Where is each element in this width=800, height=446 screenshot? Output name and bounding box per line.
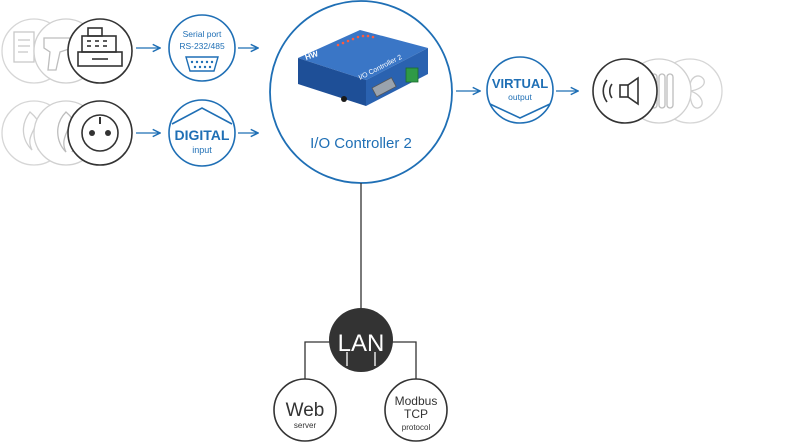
power-socket-icon <box>67 100 133 166</box>
serial-port-line2: RS-232/485 <box>179 41 225 51</box>
io-controller-node: HW I/O Controller 2 I/O Controller 2 <box>269 0 453 184</box>
lan-circle <box>329 308 393 372</box>
modbus-node: Modbus TCP protocol <box>384 378 448 442</box>
terminal-block <box>405 67 419 83</box>
speaker-icon-glyph <box>602 76 639 106</box>
serial-port-circle <box>168 14 236 82</box>
web-server-node: Web server <box>273 378 337 442</box>
serial-port-node: Serial port RS-232/485 <box>168 14 236 82</box>
output-icons <box>592 58 723 124</box>
virtual-output-node: VIRTUAL output <box>486 56 554 124</box>
db9-port-on-device <box>371 77 397 98</box>
virtual-output-circle <box>486 56 554 124</box>
virtual-output-chevron <box>489 103 551 119</box>
io-controller-title: I/O Controller 2 <box>310 135 412 152</box>
web-server-title: Web <box>286 400 325 421</box>
digital-input-chevron <box>171 107 233 125</box>
modbus-line2: TCP <box>404 407 428 421</box>
connector-lan-to-modbus <box>392 341 417 380</box>
status-leds <box>336 34 375 47</box>
cash-register-glyph <box>77 27 123 67</box>
speaker-icon <box>592 58 658 124</box>
db9-connector-icon <box>185 56 219 72</box>
modbus-line3: protocol <box>402 423 431 432</box>
lan-node: LAN <box>329 308 393 372</box>
device-brand-label: HW <box>304 49 320 62</box>
serial-port-line1: Serial port <box>183 29 222 39</box>
lan-label: LAN <box>338 330 385 357</box>
modbus-line1: Modbus <box>395 394 438 408</box>
connector-lan-to-web <box>304 341 330 380</box>
cash-register-icon <box>67 18 133 84</box>
modbus-circle <box>384 378 448 442</box>
power-socket-icon-ring <box>81 114 119 152</box>
power-socket-icon-pin-right <box>105 130 111 136</box>
virtual-output-sub: output <box>508 92 532 102</box>
input-icons-serial <box>1 18 133 84</box>
power-socket-icon-pin-left <box>89 130 95 136</box>
db9-pins <box>190 60 214 69</box>
virtual-output-title: VIRTUAL <box>492 76 548 91</box>
web-server-circle <box>273 378 337 442</box>
input-icons-digital <box>1 100 133 166</box>
digital-input-node: DIGITAL input <box>168 99 236 167</box>
power-jack <box>341 96 347 102</box>
digital-input-title: DIGITAL <box>175 127 230 143</box>
digital-input-sub: input <box>192 145 212 155</box>
io-controller-device-icon: HW I/O Controller 2 <box>298 30 428 106</box>
web-server-sub: server <box>294 421 317 430</box>
